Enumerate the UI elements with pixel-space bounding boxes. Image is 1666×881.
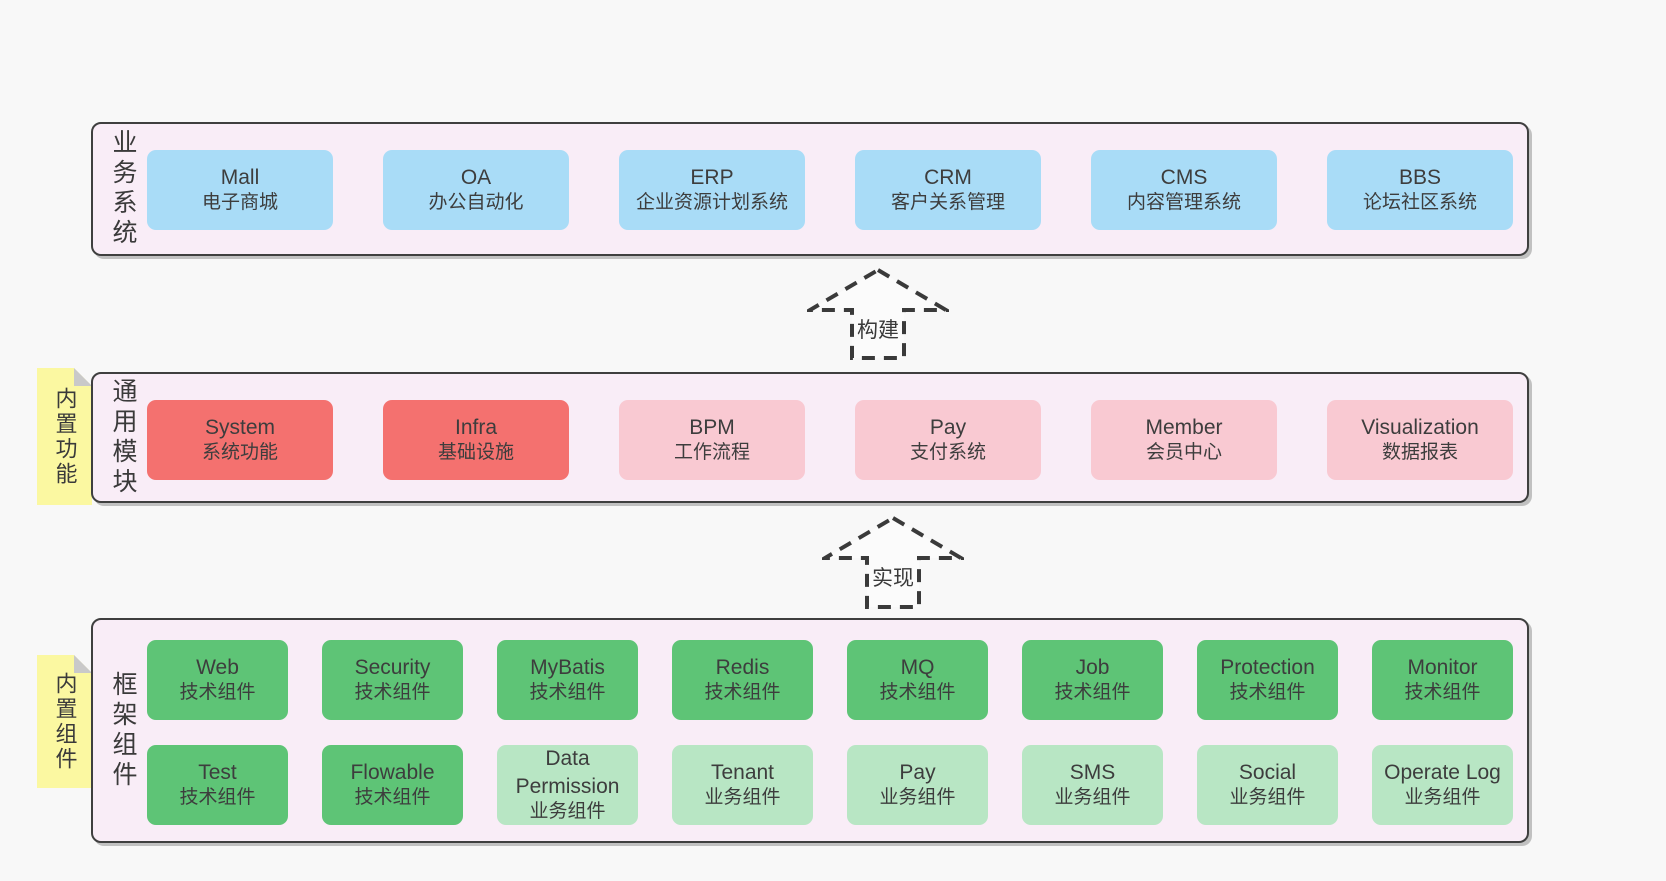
sticky-note-built-in-functions-label: 内置功能 <box>52 386 78 487</box>
dashed-up-arrow-icon <box>822 516 964 609</box>
box-sms: SMS 业务组件 <box>1022 745 1163 825</box>
framework-components-row-1: Web 技术组件 Security 技术组件 MyBatis 技术组件 Redi… <box>147 640 1513 720</box>
box-monitor: Monitor 技术组件 <box>1372 640 1513 720</box>
band-label-framework-components: 框架组件 <box>109 670 137 791</box>
box-mall: Mall 电子商城 <box>147 150 333 230</box>
band-business-systems: 业务系统 Mall 电子商城 OA 办公自动化 ERP 企业资源计划系统 CRM… <box>91 122 1529 256</box>
sticky-note-built-in-components-label: 内置组件 <box>52 671 78 772</box>
box-pay-component: Pay 业务组件 <box>847 745 988 825</box>
box-security: Security 技术组件 <box>322 640 463 720</box>
box-system: System 系统功能 <box>147 400 333 480</box>
box-oa: OA 办公自动化 <box>383 150 569 230</box>
box-test: Test 技术组件 <box>147 745 288 825</box>
box-mybatis: MyBatis 技术组件 <box>497 640 638 720</box>
band-label-business-systems: 业务系统 <box>109 129 137 249</box>
business-systems-row: Mall 电子商城 OA 办公自动化 ERP 企业资源计划系统 CRM 客户关系… <box>147 150 1513 230</box>
implement-arrow-icon: 实现 <box>822 516 964 609</box>
box-pay-module: Pay 支付系统 <box>855 400 1041 480</box>
box-erp: ERP 企业资源计划系统 <box>619 150 805 230</box>
box-protection: Protection 技术组件 <box>1197 640 1338 720</box>
implement-arrow-label: 实现 <box>872 567 914 590</box>
framework-components-row-2: Test 技术组件 Flowable 技术组件 Data Permission … <box>147 745 1513 825</box>
box-web: Web 技术组件 <box>147 640 288 720</box>
sticky-note-built-in-functions: 内置功能 <box>37 368 92 505</box>
box-visualization: Visualization 数据报表 <box>1327 400 1513 480</box>
box-member: Member 会员中心 <box>1091 400 1277 480</box>
box-infra: Infra 基础设施 <box>383 400 569 480</box>
box-social: Social 业务组件 <box>1197 745 1338 825</box>
box-redis: Redis 技术组件 <box>672 640 813 720</box>
common-modules-row: System 系统功能 Infra 基础设施 BPM 工作流程 Pay 支付系统… <box>147 400 1513 480</box>
sticky-note-built-in-components: 内置组件 <box>37 655 92 788</box>
band-framework-components: 框架组件 Web 技术组件 Security 技术组件 MyBatis 技术组件… <box>91 618 1529 843</box>
box-flowable: Flowable 技术组件 <box>322 745 463 825</box>
band-label-common-modules: 通用模块 <box>109 377 137 498</box>
build-arrow-label: 构建 <box>857 319 899 342</box>
box-tenant: Tenant 业务组件 <box>672 745 813 825</box>
box-crm: CRM 客户关系管理 <box>855 150 1041 230</box>
box-mq: MQ 技术组件 <box>847 640 988 720</box>
dashed-up-arrow-icon <box>807 268 949 360</box>
box-bbs: BBS 论坛社区系统 <box>1327 150 1513 230</box>
box-job: Job 技术组件 <box>1022 640 1163 720</box>
box-bpm: BPM 工作流程 <box>619 400 805 480</box>
band-common-modules: 通用模块 System 系统功能 Infra 基础设施 BPM 工作流程 Pay… <box>91 372 1529 503</box>
box-cms: CMS 内容管理系统 <box>1091 150 1277 230</box>
build-arrow-icon: 构建 <box>807 268 949 360</box>
box-operate-log: Operate Log 业务组件 <box>1372 745 1513 825</box>
box-data-permission: Data Permission 业务组件 <box>497 745 638 825</box>
